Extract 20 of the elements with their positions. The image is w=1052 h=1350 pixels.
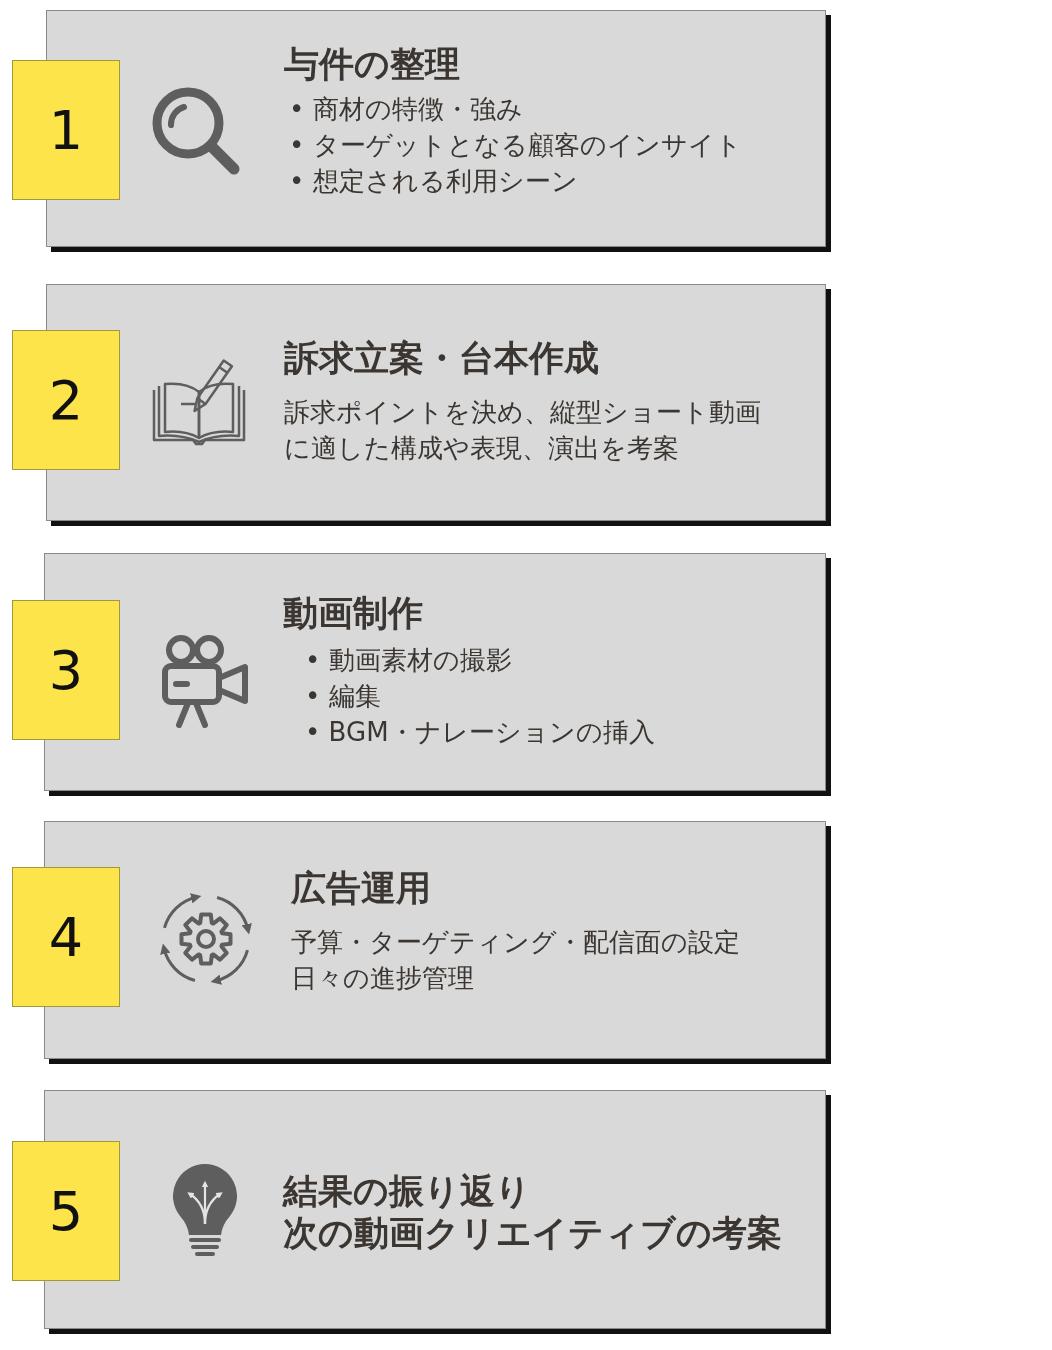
bullet-item: • BGM・ナレーションの挿入	[305, 716, 655, 749]
step-description: 日々の進捗管理	[291, 962, 475, 995]
step-description: 訴求ポイントを決め、縦型ショート動画に適した構成や表現、演出を考案	[284, 396, 762, 465]
bullet-item: • 商材の特徴・強み	[289, 93, 523, 126]
step-number: 5	[12, 1141, 120, 1281]
step-title: 与件の整理	[284, 43, 461, 86]
step-title: 訴求立案・台本作成	[284, 337, 600, 380]
step-title: 動画制作	[283, 592, 424, 635]
bullet-item: • 動画素材の撮影	[305, 644, 512, 677]
step-title: 結果の振り返り	[283, 1170, 532, 1212]
step-number: 4	[12, 867, 120, 1007]
step-title: 広告運用	[291, 867, 432, 910]
step-number: 2	[12, 330, 120, 470]
bullet-item: • ターゲットとなる顧客のインサイト	[289, 129, 742, 162]
bullet-item: • 想定される利用シーン	[289, 165, 578, 198]
step-number: 3	[12, 600, 120, 740]
step-number: 1	[12, 60, 120, 200]
step-description: 予算・ターゲティング・配信面の設定	[291, 926, 740, 959]
step-title: 次の動画クリエイティブの考案	[283, 1212, 782, 1254]
bullet-item: • 編集	[305, 680, 381, 713]
